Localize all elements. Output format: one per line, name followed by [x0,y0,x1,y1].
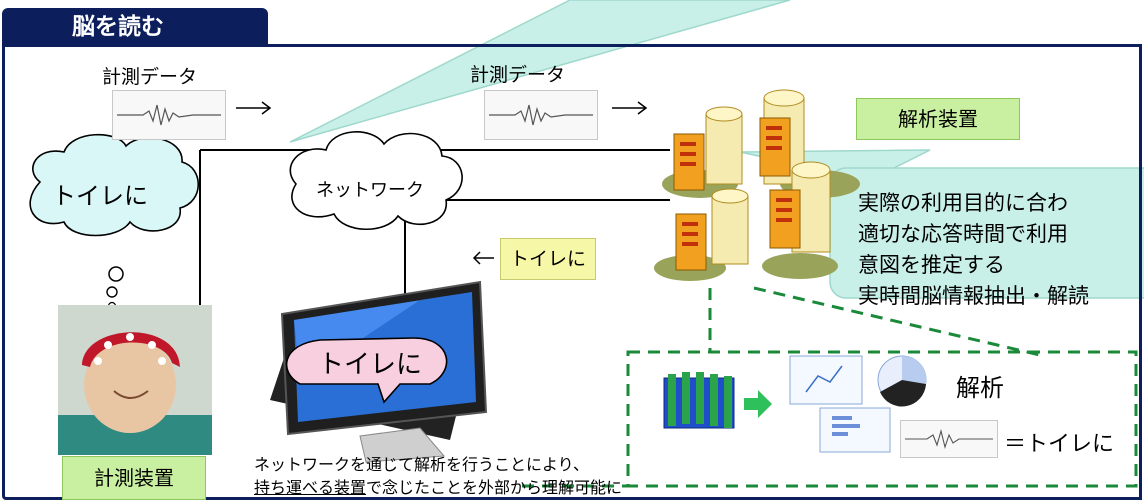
result-label: ＝トイレに [1004,432,1115,457]
arrow-right-2 [612,101,648,115]
thought-cloud [29,133,200,237]
data-stack-icon [663,372,735,429]
callout-line-4: 実時間脳情報抽出・解読 [858,284,1089,308]
diagram-frame [2,44,1142,500]
server-cluster-graphic [654,89,860,281]
signal-thumbnail-right [484,90,598,140]
measurement-data-label-right: 計測データ [470,64,566,86]
callout-line-2: 適切な応答時間で利用 [858,222,1068,246]
network-cloud [289,131,463,231]
callout-text: 実際の利用目的に合わ 適切な応答時間で利用 意図を推定する 実時間脳情報抽出・解… [858,188,1089,312]
arrow-left [472,251,494,265]
person-photo [58,305,212,455]
callout-line-1: 実際の利用目的に合わ [858,191,1068,215]
reply-label: トイレに [500,238,596,280]
bottom-caption-line-2: 持ち運べる装置で念じたことを外部から理解可能に [254,476,622,499]
thought-bubble-text: トイレに [52,182,148,210]
arrow-right-1 [236,101,272,115]
analysis-device-label: 解析装置 [856,98,1020,140]
thought-dot-mid [106,286,118,298]
signal-thumbnail-left [112,90,226,140]
top-callout-tail [289,0,791,143]
bar-chart-thumbnail [819,407,891,453]
network-label: ネットワーク [316,180,424,201]
page-title: 脳を読む [2,8,268,46]
bottom-caption: ネットワークを通じて解析を行うことにより、 持ち運べる装置で念じたことを外部から… [254,453,622,499]
portable-device-phrase: 持ち運べる装置 [254,478,367,497]
monitor-speech-bubble [285,337,448,404]
thought-dot-large [108,266,124,282]
monitor-bubble-text: トイレに [318,350,423,380]
callout-line-3: 意図を推定する [858,253,1005,277]
signal-thumbnail-result [900,420,998,458]
measurement-device-label: 計測装置 [62,456,206,500]
analysis-label: 解析 [956,374,1004,402]
analysis-arrow-icon [744,390,772,418]
bottom-caption-line-2-rest: で念じたことを外部から理解可能に [366,478,623,497]
measurement-data-label-left: 計測データ [102,66,198,88]
bottom-caption-line-1: ネットワークを通じて解析を行うことにより、 [254,455,590,474]
